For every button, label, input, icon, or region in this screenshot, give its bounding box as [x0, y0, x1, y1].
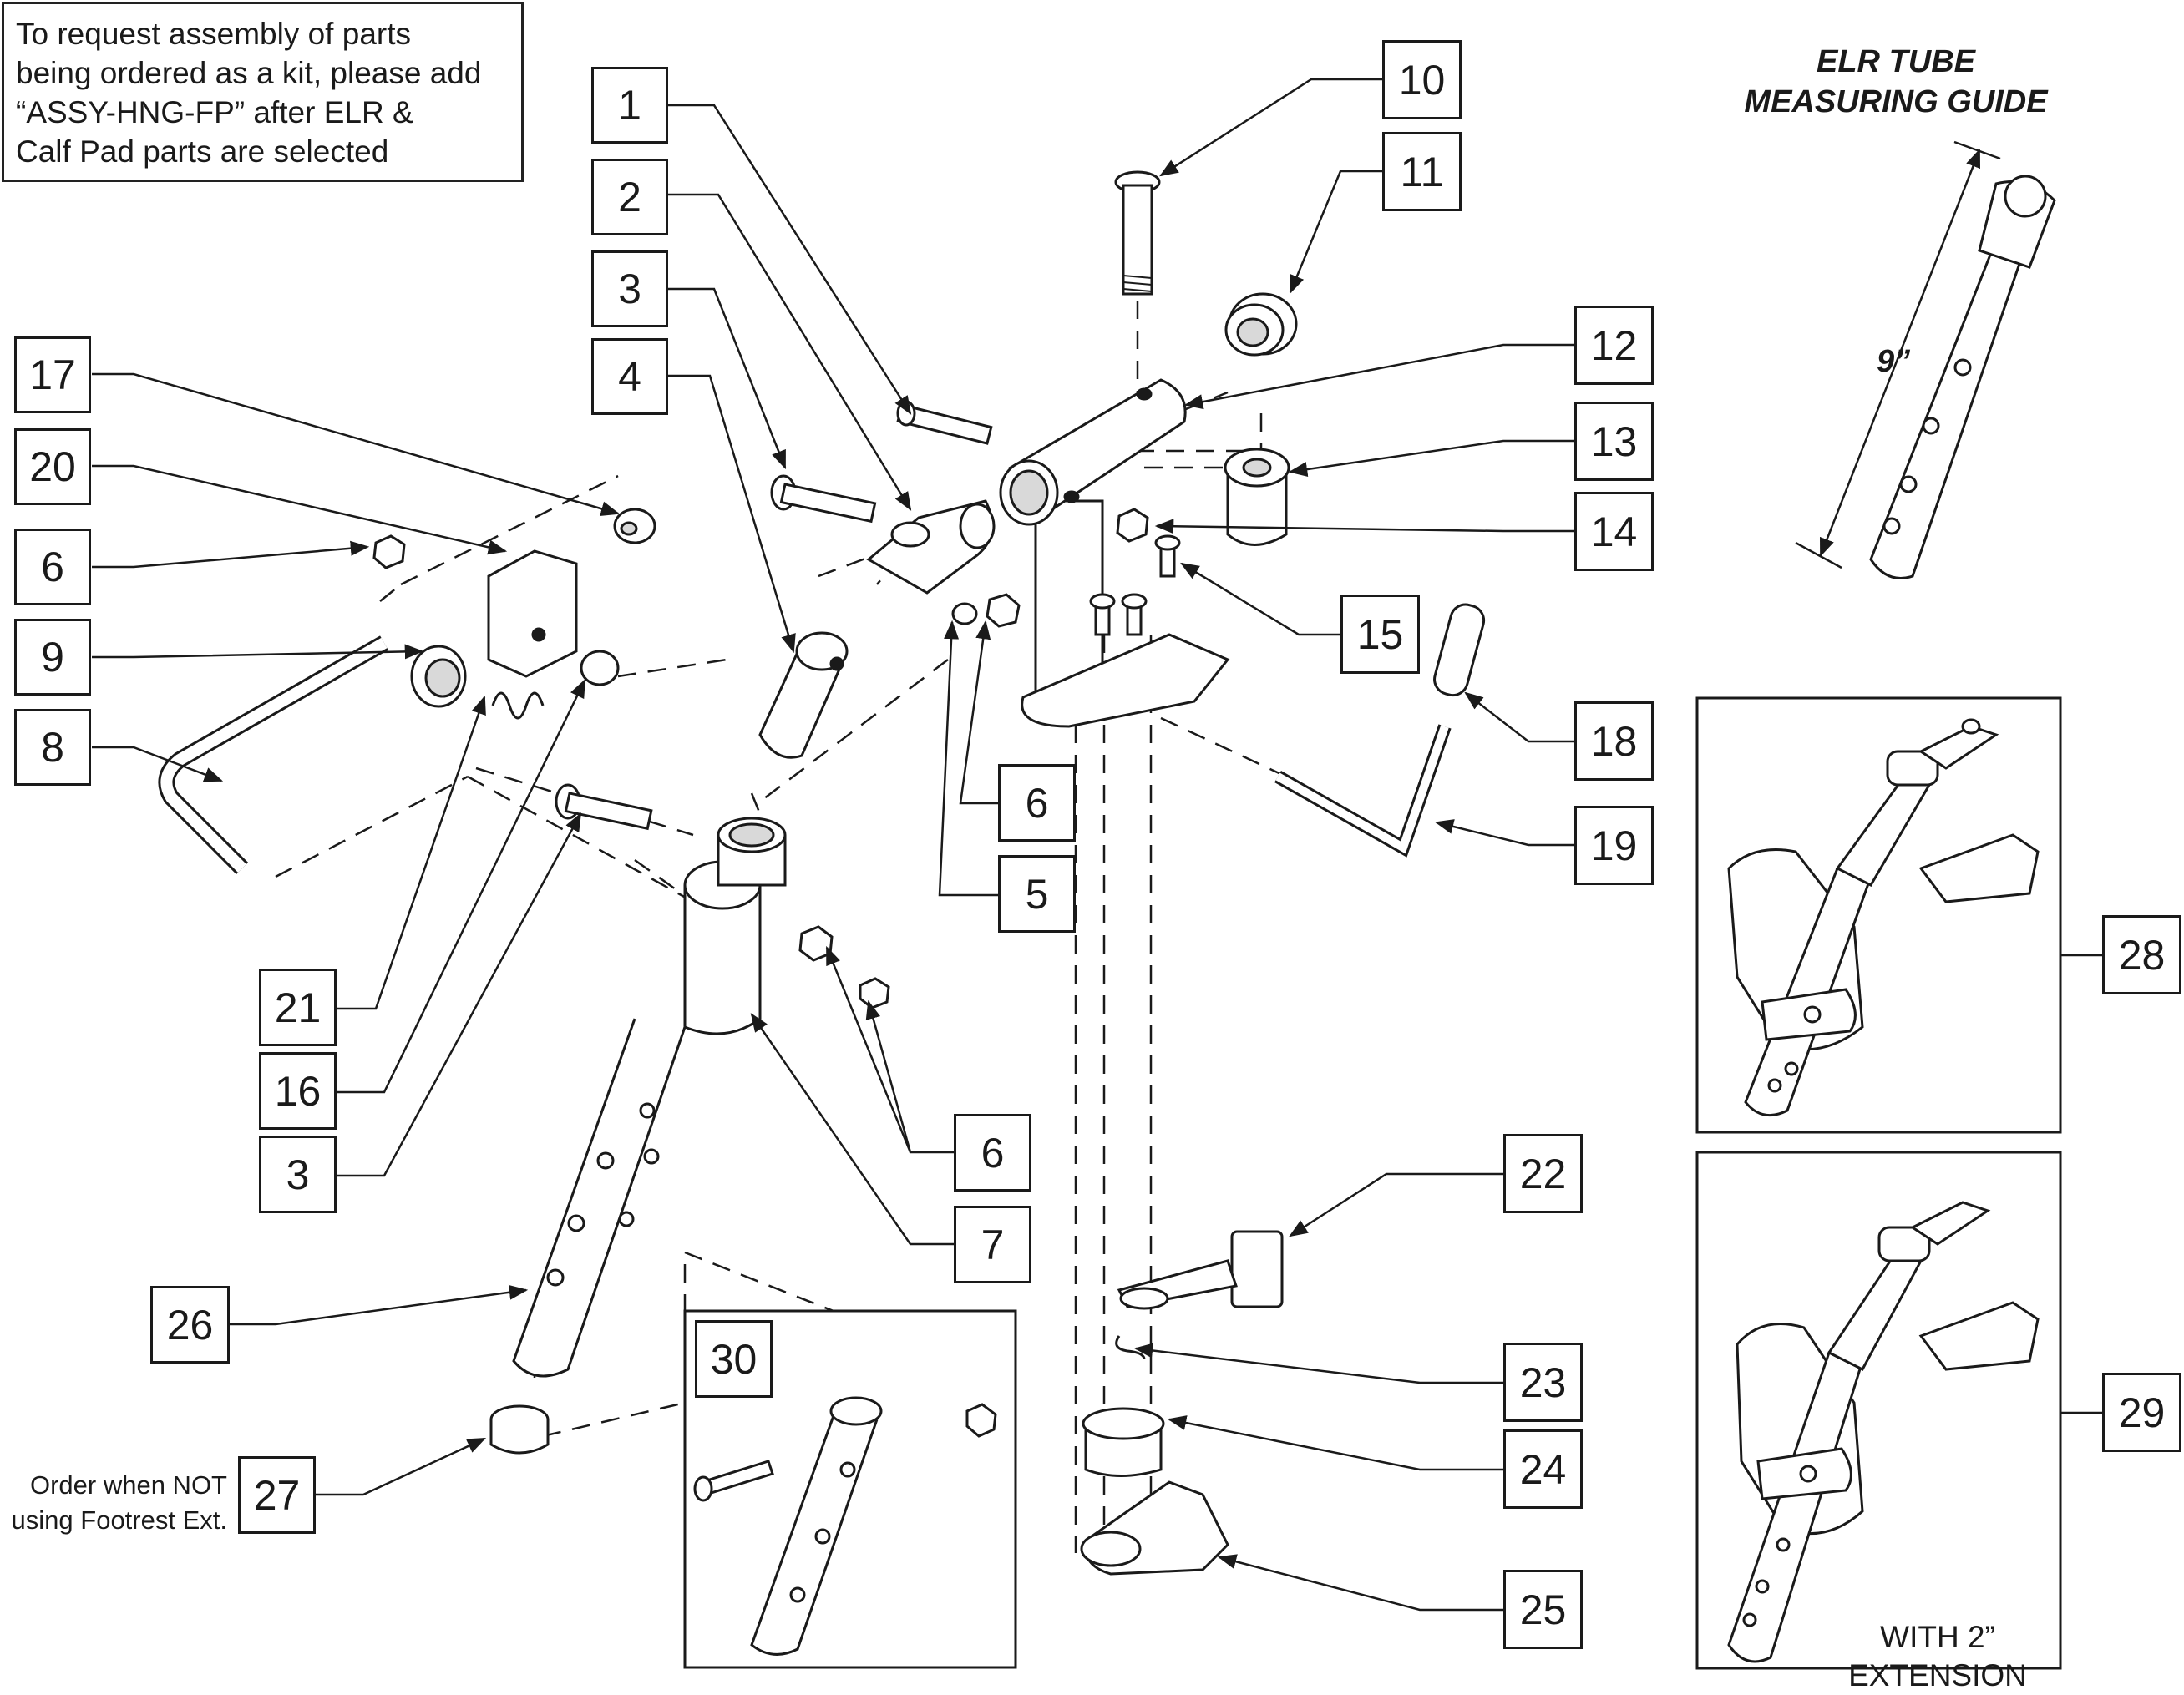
callout-3-lower[interactable]: 3: [259, 1136, 337, 1213]
part-11-bushing: [1224, 292, 1298, 357]
measuring-guide-title: ELR TUBE MEASURING GUIDE: [1687, 42, 2105, 122]
callout-17[interactable]: 17: [14, 336, 91, 413]
part-17-nut: [613, 508, 656, 544]
order-note: Order when NOT using Footrest Ext.: [0, 1468, 227, 1538]
callout-21[interactable]: 21: [259, 969, 337, 1046]
extension-caption-line-1: WITH 2”: [1880, 1620, 1995, 1654]
part-27-cap: [489, 1404, 550, 1455]
part-12-hanger: [999, 378, 1230, 728]
parts: [158, 170, 1486, 1576]
callout-13[interactable]: 13: [1574, 402, 1654, 481]
part-14-nut: [1116, 508, 1149, 543]
callout-28[interactable]: 28: [2102, 915, 2181, 994]
callout-10[interactable]: 10: [1382, 40, 1462, 119]
callout-18[interactable]: 18: [1574, 701, 1654, 781]
callout-27[interactable]: 27: [238, 1456, 316, 1534]
extension-caption: WITH 2” EXTENSION: [1821, 1618, 2055, 1695]
part-3-upper-bolt: [770, 474, 877, 524]
part-19-lever: [1274, 603, 1486, 858]
part-6-nut-d: [859, 977, 890, 1009]
order-note-line-1: Order when NOT: [29, 1470, 227, 1500]
callout-15[interactable]: 15: [1340, 595, 1420, 674]
dimension-line: [1795, 140, 2001, 569]
part-15-screws: [1089, 534, 1181, 636]
part-16-washer: [580, 650, 620, 686]
callout-19[interactable]: 19: [1574, 806, 1654, 885]
note-line-1: To request assembly of parts: [16, 17, 411, 51]
callout-20[interactable]: 20: [14, 428, 91, 505]
callout-2[interactable]: 2: [591, 159, 668, 235]
leader-lines: [92, 78, 2102, 1612]
part-26-tube: [512, 1018, 687, 1378]
note-line-4: Calf Pad parts are selected: [16, 134, 389, 169]
part-6-nut-c: [798, 925, 834, 962]
part-3-lower-bolt: [555, 783, 653, 831]
extension-caption-line-2: EXTENSION: [1848, 1658, 2027, 1692]
part-7-sleeve: [683, 817, 787, 1035]
callout-6-center[interactable]: 6: [998, 764, 1076, 842]
part-1-screw: [896, 400, 993, 445]
callout-29[interactable]: 29: [2102, 1373, 2181, 1452]
part-8-handle: [158, 635, 388, 875]
part-5-washer: [951, 602, 978, 625]
order-note-line-2: using Footrest Ext.: [11, 1505, 227, 1535]
dimension-label: 9”: [1877, 344, 1911, 379]
callout-30[interactable]: 30: [695, 1320, 773, 1398]
view-30-extension: [693, 1396, 997, 1656]
view-29-assembly: [1727, 1201, 2040, 1663]
guide-title-line-1: ELR TUBE: [1817, 44, 1975, 79]
callout-11[interactable]: 11: [1382, 132, 1462, 211]
callout-14[interactable]: 14: [1574, 492, 1654, 571]
part-9-knob: [410, 645, 467, 708]
callout-8[interactable]: 8: [14, 709, 91, 786]
callout-4[interactable]: 4: [591, 338, 668, 415]
callout-1[interactable]: 1: [591, 67, 668, 144]
part-6-nut-b: [372, 534, 406, 569]
part-10-bolt: [1114, 170, 1161, 296]
part-6-nut-a: [986, 593, 1021, 628]
callout-26[interactable]: 26: [150, 1286, 230, 1364]
callout-5[interactable]: 5: [998, 855, 1076, 933]
callout-9[interactable]: 9: [14, 619, 91, 696]
callout-24[interactable]: 24: [1503, 1429, 1583, 1509]
part-21-spring: [491, 691, 545, 720]
part-20-bracket: [487, 549, 578, 678]
part-2-clevis: [866, 499, 996, 595]
callout-16[interactable]: 16: [259, 1052, 337, 1130]
callout-25[interactable]: 25: [1503, 1570, 1583, 1649]
part-4-link: [758, 631, 849, 759]
callout-23[interactable]: 23: [1503, 1343, 1583, 1422]
callout-7[interactable]: 7: [954, 1206, 1031, 1283]
guide-title-line-2: MEASURING GUIDE: [1744, 84, 2048, 119]
callout-6-left[interactable]: 6: [14, 529, 91, 605]
part-23-clip: [1115, 1335, 1146, 1360]
assembly-note: To request assembly of parts being order…: [2, 2, 524, 182]
note-line-3: “ASSY-HNG-FP” after ELR &: [16, 95, 413, 129]
part-25-latch: [1080, 1480, 1229, 1576]
callout-3-upper[interactable]: 3: [591, 250, 668, 327]
view-28-assembly: [1727, 718, 2040, 1117]
part-24-sleeve: [1082, 1407, 1165, 1477]
callout-6-lower[interactable]: 6: [954, 1114, 1031, 1192]
note-line-2: being ordered as a kit, please add: [16, 56, 482, 90]
callout-22[interactable]: 22: [1503, 1134, 1583, 1213]
part-13-cup: [1224, 448, 1290, 546]
callout-12[interactable]: 12: [1574, 306, 1654, 385]
part-22-paddle: [1117, 1230, 1284, 1310]
